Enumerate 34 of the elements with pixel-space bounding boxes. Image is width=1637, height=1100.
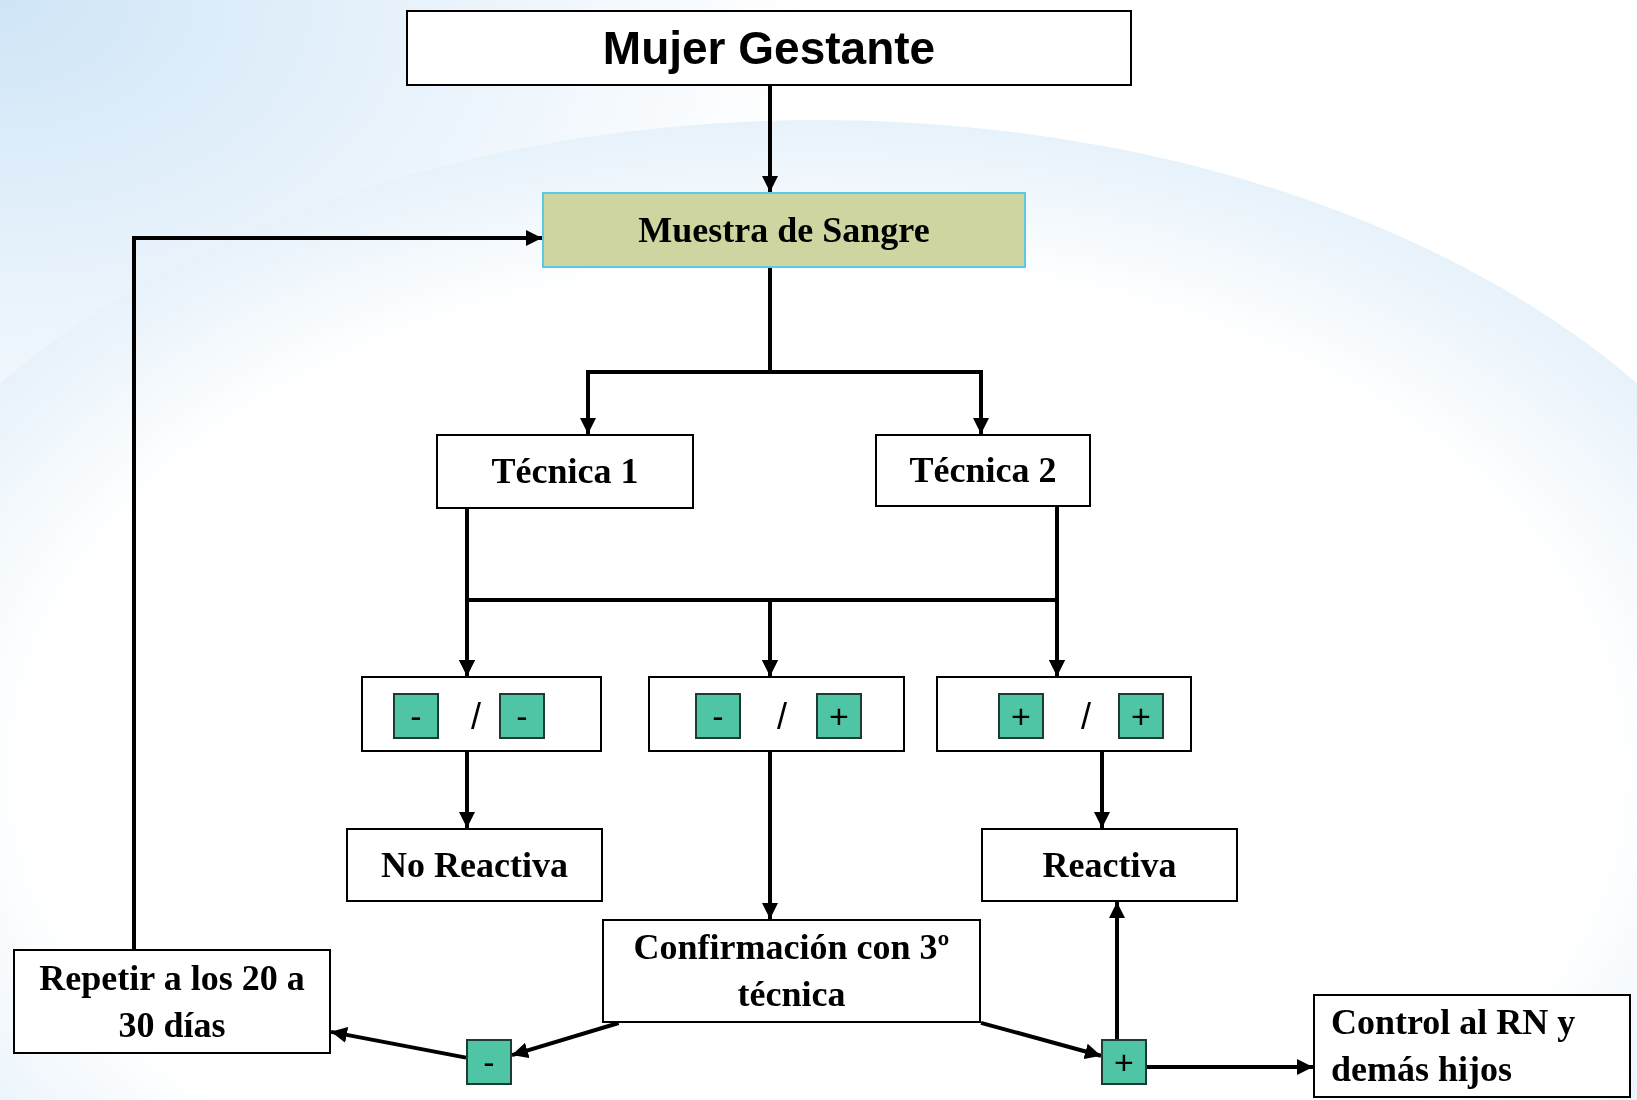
arrow <box>768 268 989 434</box>
sign-square: - <box>466 1039 512 1085</box>
sign-square: - <box>393 693 439 739</box>
sign-square: - <box>499 693 545 739</box>
result-box <box>361 676 602 752</box>
process-box: Control al RN y demás hijos <box>1313 994 1631 1098</box>
result-box <box>648 676 905 752</box>
process-box: No Reactiva <box>346 828 603 902</box>
sign-square: + <box>998 693 1044 739</box>
arrow <box>980 1020 1102 1060</box>
arrow <box>330 1027 467 1060</box>
arrow <box>1109 902 1125 1039</box>
separator-text: / <box>471 695 481 739</box>
arrow <box>762 86 778 192</box>
process-box: Reactiva <box>981 828 1238 902</box>
arrow <box>762 752 778 919</box>
sign-square: + <box>1101 1039 1147 1085</box>
process-box: Confirmación con 3º técnica <box>602 919 981 1023</box>
arrow <box>459 752 475 828</box>
process-box: Repetir a los 20 a 30 días <box>13 949 331 1054</box>
process-box: Técnica 1 <box>436 434 694 509</box>
result-box <box>936 676 1192 752</box>
arrow <box>1147 1059 1313 1075</box>
process-box: Mujer Gestante <box>406 10 1132 86</box>
sample-box: Muestra de Sangre <box>542 192 1026 268</box>
sign-square: + <box>1118 693 1164 739</box>
sign-square: - <box>695 693 741 739</box>
separator-text: / <box>777 695 787 739</box>
process-box: Técnica 2 <box>875 434 1091 507</box>
arrow <box>132 230 542 949</box>
separator-text: / <box>1081 695 1091 739</box>
sign-square: + <box>816 693 862 739</box>
arrow <box>1094 752 1110 828</box>
arrow <box>511 1021 620 1059</box>
